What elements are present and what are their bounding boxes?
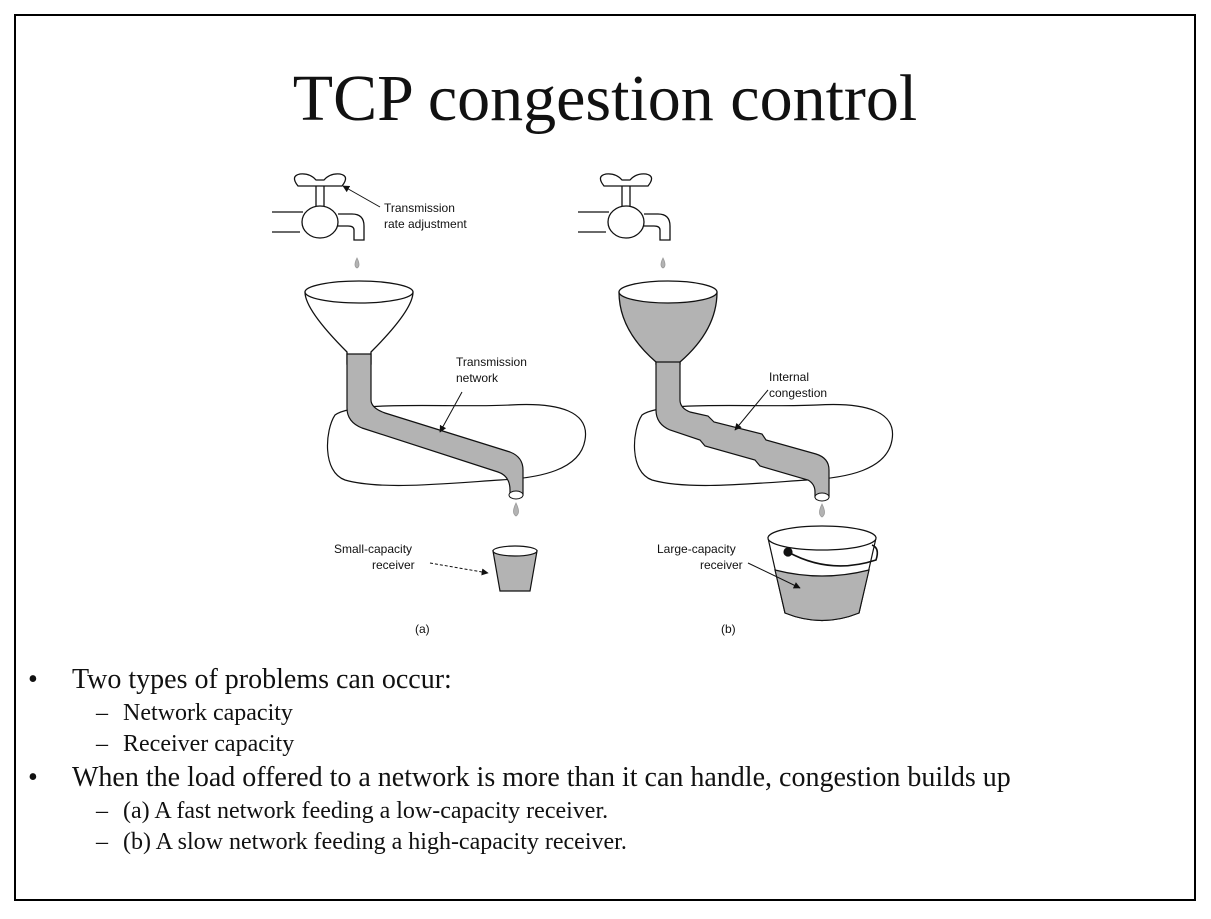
diagram-b: Internal congestion Large-capacity recei… (578, 173, 894, 636)
bullet-text: When the load offered to a network is mo… (72, 762, 1011, 793)
dash-icon: – (96, 829, 108, 855)
small-cup-icon (492, 545, 538, 592)
tap-label-line2: rate adjustment (384, 217, 467, 231)
arrow (734, 389, 769, 431)
sub-bullet-text: (b) A slow network feeding a high-capaci… (123, 829, 627, 855)
tap-label-line1: Transmission (384, 201, 455, 215)
water-drop-icon (819, 503, 825, 518)
bullet-item: • Two types of problems can occur: (14, 662, 1184, 698)
bullet-icon: • (28, 664, 38, 695)
faucet-icon (272, 173, 365, 241)
receiver-label-line1: Large-capacity (657, 542, 736, 556)
dash-icon: – (96, 798, 108, 824)
slide-title: TCP congestion control (292, 62, 918, 135)
water-drop-icon (354, 257, 360, 269)
water-drop-icon (513, 502, 519, 517)
arrow (342, 185, 381, 208)
arrow (429, 562, 489, 576)
caption-a: (a) (415, 622, 430, 636)
network-label-line2: congestion (769, 386, 827, 400)
sub-bullet-text: Receiver capacity (123, 731, 295, 757)
bullet-icon: • (28, 762, 38, 793)
network-label-line1: Internal (769, 370, 809, 384)
arrow (747, 562, 801, 589)
sub-bullet-item: – (b) A slow network feeding a high-capa… (14, 827, 1184, 858)
funnel-icon (304, 280, 414, 365)
slide: TCP congestion control (14, 14, 1196, 901)
bullet-list: • Two types of problems can occur: – Net… (14, 662, 1184, 858)
sub-bullet-text: Network capacity (123, 700, 293, 726)
sub-bullet-text: (a) A fast network feeding a low-capacit… (123, 798, 609, 824)
faucet-icon (578, 173, 671, 241)
arrow (439, 391, 463, 433)
network-label-line1: Transmission (456, 355, 527, 369)
receiver-label-line2: receiver (372, 558, 415, 572)
caption-b: (b) (721, 622, 736, 636)
bullet-item: • When the load offered to a network is … (14, 760, 1184, 796)
network-cloud (633, 403, 894, 487)
dash-icon: – (96, 700, 108, 726)
sub-bullet-item: – (a) A fast network feeding a low-capac… (14, 796, 1184, 827)
receiver-label-line1: Small-capacity (334, 542, 412, 556)
network-cloud (326, 403, 587, 487)
funnel-icon (618, 280, 718, 365)
bullet-text: Two types of problems can occur: (72, 664, 452, 695)
bucket-icon (767, 525, 879, 622)
diagram-a: Transmission rate adjustment Transmissio… (272, 173, 587, 636)
network-label-line2: network (456, 371, 499, 385)
dash-icon: – (96, 731, 108, 757)
sub-bullet-item: – Receiver capacity (14, 729, 1184, 760)
sub-bullet-item: – Network capacity (14, 698, 1184, 729)
water-drop-icon (660, 257, 666, 269)
receiver-label-line2: receiver (700, 558, 743, 572)
congestion-diagram: Transmission rate adjustment Transmissio… (272, 173, 894, 636)
